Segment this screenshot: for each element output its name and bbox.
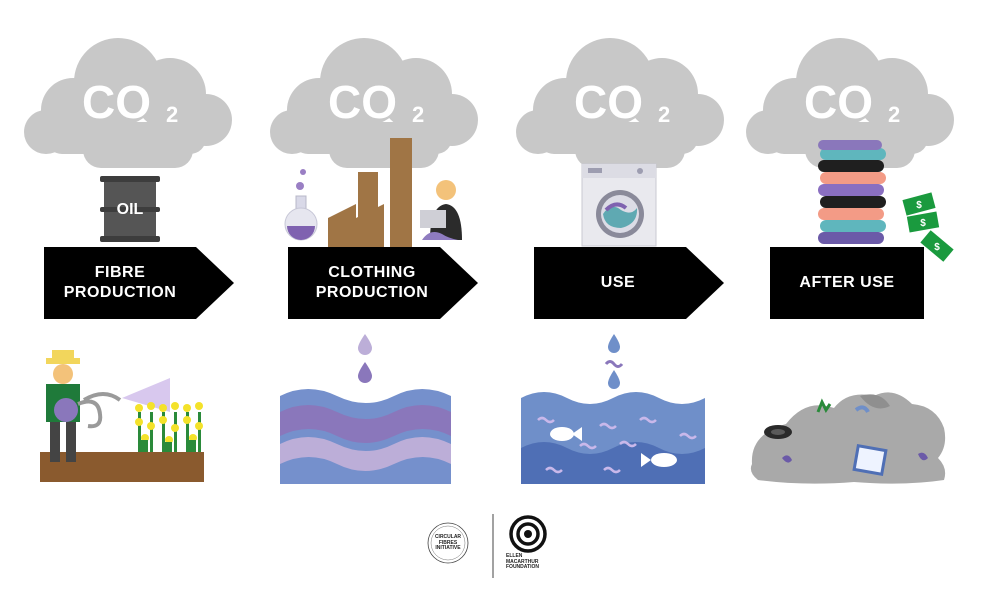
svg-text:$: $	[920, 218, 926, 229]
stage-label-clothing-production: CLOTHING PRODUCTION	[315, 264, 429, 301]
co2-subscript-4: 2	[888, 102, 900, 127]
co2-subscript-2: 2	[412, 102, 424, 127]
stage-label-fibre-production: FIBRE PRODUCTION	[63, 264, 177, 301]
circular-fibres-initiative-logo	[427, 522, 469, 564]
stage-arrow-3	[534, 247, 724, 319]
svg-text:$: $	[916, 200, 922, 211]
co2-text-3: CO	[574, 76, 643, 128]
stage-arrow-1	[44, 247, 234, 319]
microfibre-squiggle	[604, 360, 624, 368]
stage-arrow-2	[288, 247, 478, 319]
factory-worker-icon	[420, 180, 462, 240]
co2-cloud-3: CO 2	[516, 38, 724, 168]
ellen-macarthur-foundation-text: ELLEN MACARTHUR FOUNDATION	[506, 553, 539, 570]
farm-soil	[40, 452, 204, 482]
co2-subscript-3: 2	[658, 102, 670, 127]
co2-subscript-1: 2	[166, 102, 178, 127]
oil-label: OIL	[117, 201, 144, 218]
oil-barrel-icon: OIL	[100, 176, 160, 242]
washing-machine-icon	[581, 163, 657, 247]
stage-label-after-use: AFTER USE	[799, 274, 895, 291]
dye-drop-1	[358, 334, 372, 355]
fish-icon-1	[550, 427, 582, 441]
co2-text-2: CO	[328, 76, 397, 128]
stage-box-4	[770, 247, 924, 319]
factory-icon	[328, 138, 412, 248]
money-icon: $ $ $	[902, 192, 954, 262]
co2-text-4: CO	[804, 76, 873, 128]
landfill-icon	[750, 392, 946, 484]
water-drop-2	[608, 370, 620, 389]
farmer-icon	[46, 350, 170, 462]
water-drop-1	[608, 334, 620, 353]
co2-cloud-2: CO 2	[270, 38, 478, 168]
co2-cloud-1: CO 2	[24, 38, 232, 168]
fish-icon-2	[641, 453, 677, 467]
circular-fibres-initiative-text: CIRCULAR FIBRES INITIATIVE	[434, 534, 462, 551]
microfibre-water-icon	[521, 392, 705, 484]
co2-text-1: CO	[82, 76, 151, 128]
cotton-crops-icon	[135, 402, 203, 452]
svg-text:$: $	[934, 242, 940, 253]
polluted-water-icon	[280, 389, 451, 484]
stage-label-use: USE	[600, 274, 636, 291]
flask-icon	[284, 169, 318, 241]
co2-cloud-4: CO 2	[746, 38, 954, 168]
ellen-macarthur-foundation-logo	[509, 515, 547, 553]
dye-drop-2	[358, 362, 372, 383]
clothes-stack-icon	[818, 140, 886, 244]
